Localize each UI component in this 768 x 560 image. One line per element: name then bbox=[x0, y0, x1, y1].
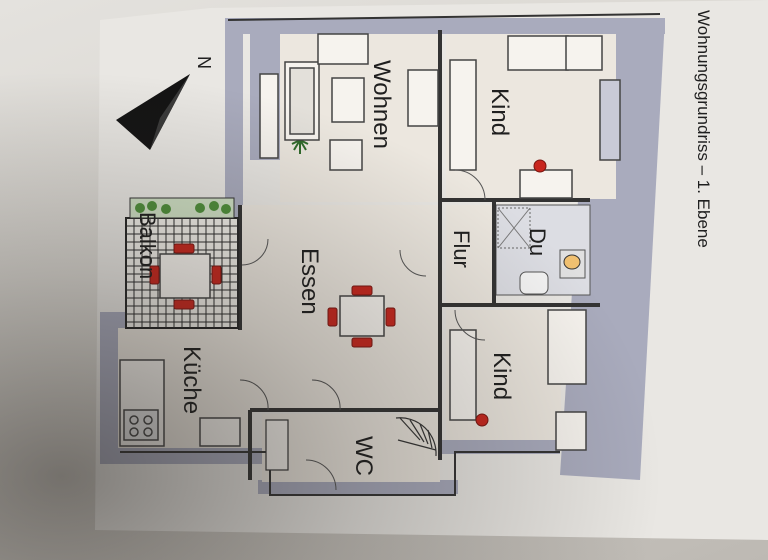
room-label-kueche: Küche bbox=[178, 346, 205, 414]
room-label-kind-top: Kind bbox=[486, 88, 513, 136]
room-label-balkon: Balkon bbox=[135, 212, 160, 279]
room-label-kind-bottom: Kind bbox=[488, 352, 515, 400]
room-label-wohnen: Wohnen bbox=[368, 60, 395, 149]
room-label-flur: Flur bbox=[449, 230, 474, 268]
plan-title: Wohnungsgrundriss – 1. Ebene bbox=[694, 10, 713, 248]
room-label-wc: WC bbox=[350, 436, 377, 476]
north-label: N bbox=[194, 56, 214, 69]
room-label-du: Du bbox=[525, 228, 550, 256]
room-label-essen: Essen bbox=[296, 248, 323, 315]
